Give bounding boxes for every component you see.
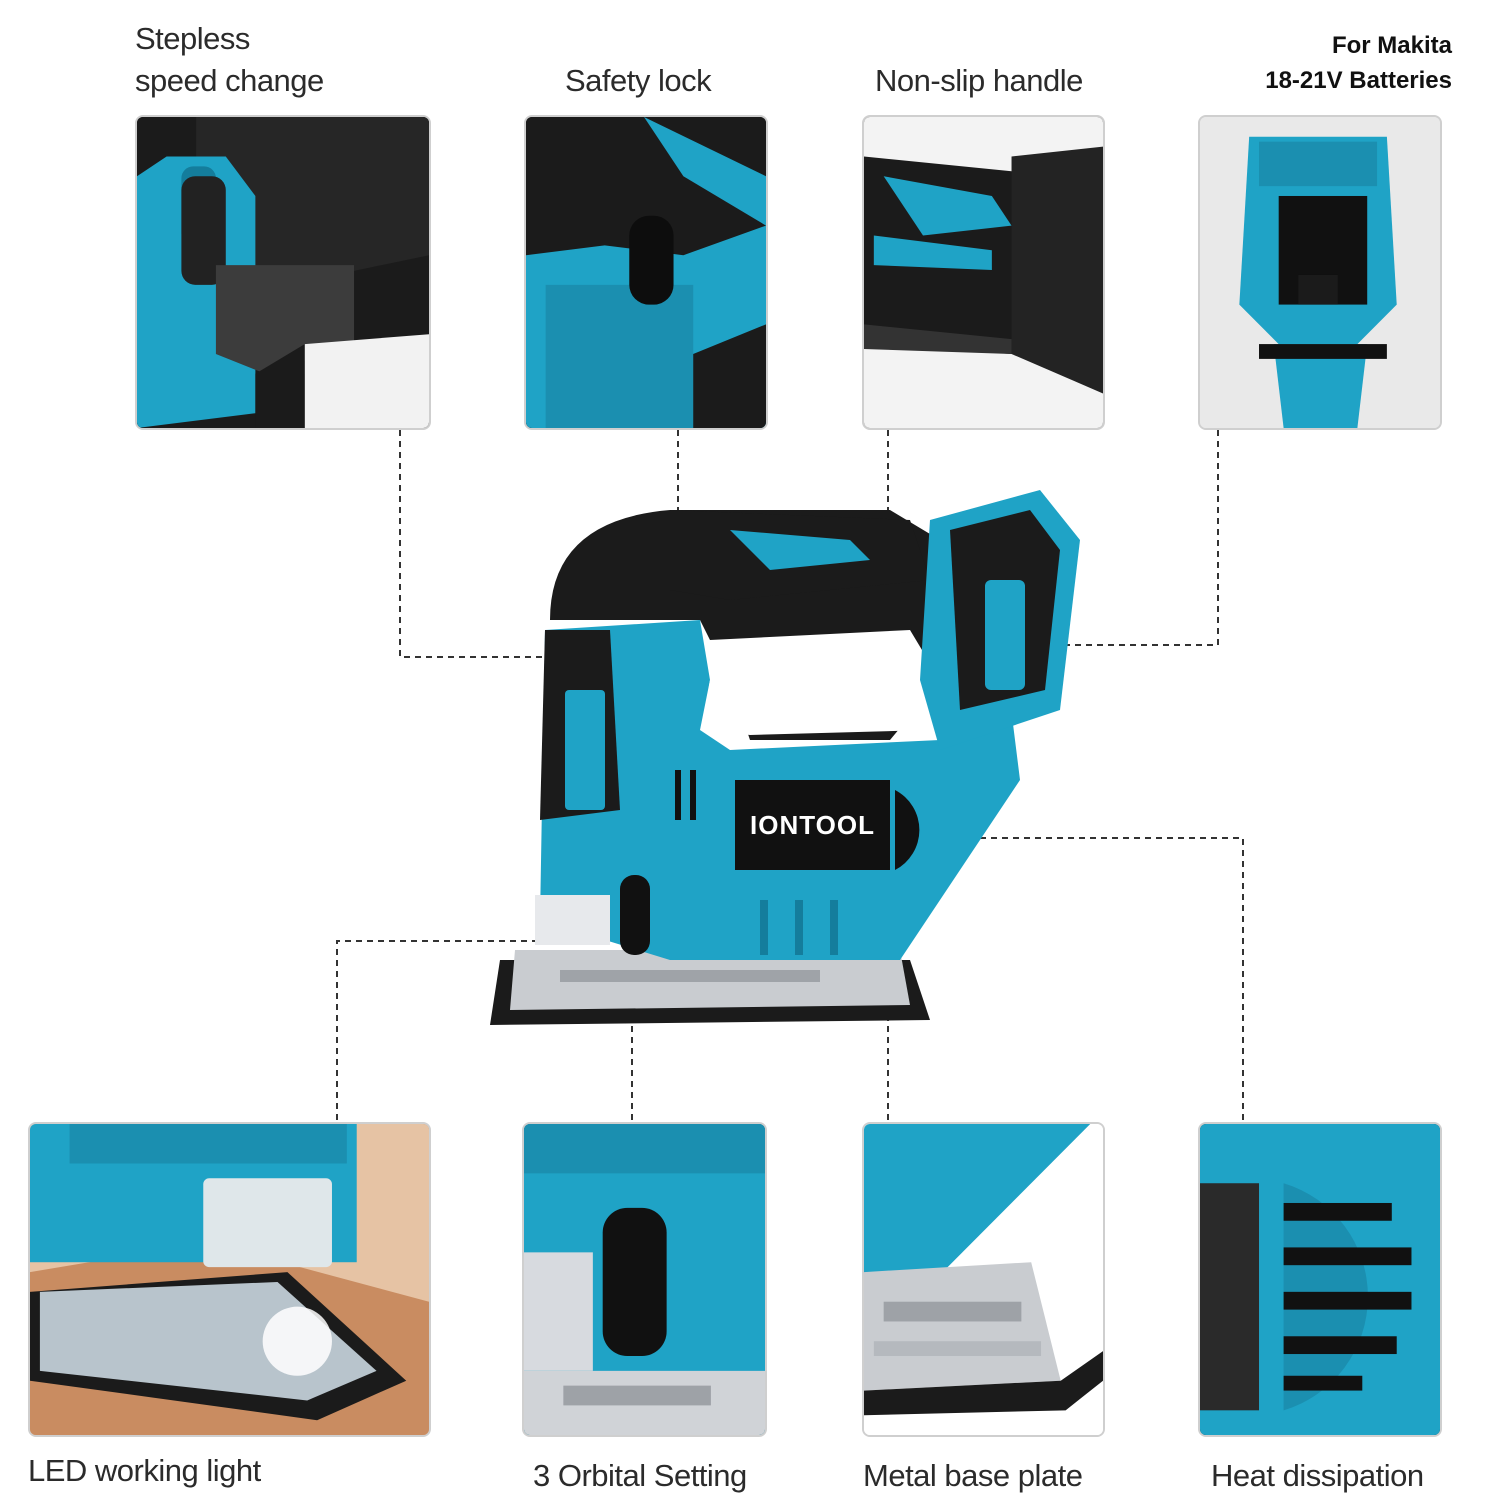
speed-switch-icon xyxy=(137,117,429,428)
panel-base-plate xyxy=(862,1122,1105,1437)
handle-grip-icon xyxy=(864,117,1103,428)
battery-note-line2: 18-21V Batteries xyxy=(1265,67,1452,94)
jigsaw-tool-image xyxy=(490,490,1080,1025)
feature-label-led-light: LED working light xyxy=(28,1453,261,1488)
panel-speed-switch xyxy=(135,115,431,430)
safety-lock-icon xyxy=(526,117,766,428)
feature-label-heat-dissipation: Heat dissipation xyxy=(1211,1458,1424,1493)
panel-battery-mount xyxy=(1198,115,1442,430)
feature-label-orbital-setting: 3 Orbital Setting xyxy=(533,1458,747,1493)
feature-label-base-plate: Metal base plate xyxy=(863,1458,1083,1493)
panel-safety-lock xyxy=(524,115,768,430)
orbital-switch-icon xyxy=(524,1124,765,1435)
feature-label-non-slip-handle: Non-slip handle xyxy=(875,63,1083,98)
panel-orbital-setting xyxy=(522,1122,767,1437)
panel-heat-dissipation xyxy=(1198,1122,1442,1437)
brand-logo: IONTOOL xyxy=(750,810,875,840)
feature-label-safety-lock: Safety lock xyxy=(565,63,712,98)
base-plate-icon xyxy=(864,1124,1103,1435)
led-light-icon xyxy=(30,1124,429,1435)
feature-label-stepless-speed: Stepless speed change xyxy=(135,21,324,98)
battery-mount-icon xyxy=(1200,117,1440,428)
panel-led-light xyxy=(28,1122,431,1437)
vent-icon xyxy=(1200,1124,1440,1435)
panel-non-slip-handle xyxy=(862,115,1105,430)
battery-note-line1: For Makita xyxy=(1331,32,1452,59)
